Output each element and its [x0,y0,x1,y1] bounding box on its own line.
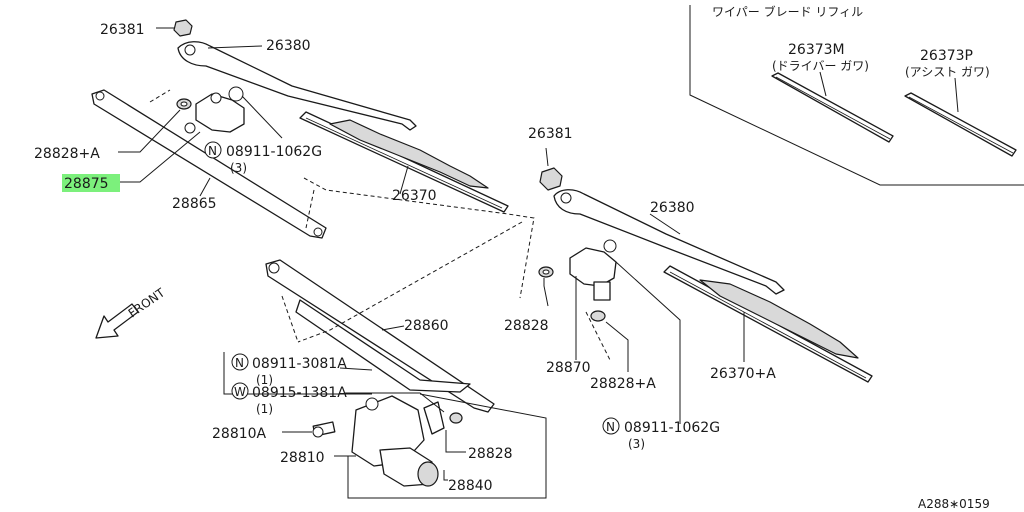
wiper-blade-left[interactable] [299,111,509,213]
label-26373m[interactable]: 26373M [788,42,845,58]
leader-lines [118,27,745,499]
svg-text:W: W [234,385,246,399]
highlight-28875 [62,174,120,192]
svg-text:N: N [208,144,217,158]
label-08911-3081a[interactable]: 08911-3081A [252,356,347,372]
label-26373p[interactable]: 26373P [920,48,973,64]
nut-26381-left[interactable] [173,19,193,37]
bracket-28840[interactable] [423,401,463,435]
label-28865[interactable]: 28865 [172,196,217,212]
wiper-blade-right[interactable] [663,265,873,383]
drive-rod-28860[interactable] [265,259,495,413]
label-08911-1062g-left[interactable]: 08911-1062G [226,144,322,160]
w-symbol-motor: W [231,382,249,400]
pivot-right[interactable] [569,239,617,322]
label-26381-left[interactable]: 26381 [100,22,145,38]
wiper-arm-right[interactable] [553,189,785,295]
label-28828a-left[interactable]: 28828+A [34,146,100,162]
washer-28828-left[interactable] [176,98,192,110]
n-symbol-motor: N [231,353,249,371]
label-26381-right[interactable]: 26381 [528,126,573,142]
svg-text:N: N [606,420,615,434]
n-symbol-left: N [204,141,222,159]
nut-26381-right[interactable] [539,167,563,191]
label-26380-right[interactable]: 26380 [650,200,695,216]
qty-1-a: (1) [256,373,273,387]
front-label: FRONT [126,285,168,320]
label-28810[interactable]: 28810 [280,450,325,466]
refill-26373p[interactable] [904,92,1017,157]
front-arrow: FRONT [95,285,168,339]
label-28840[interactable]: 28840 [448,478,493,494]
qty-3-left: (3) [230,161,247,175]
link-rod-28865[interactable] [91,89,327,239]
label-28810a[interactable]: 28810A [212,426,267,442]
svg-text:N: N [235,356,244,370]
washer-28828-right[interactable] [538,266,554,278]
figure-code: A288∗0159 [918,497,990,511]
labels: 26381 26380 28828+A N 08911-1062G (3) 28… [34,22,990,511]
label-28875[interactable]: 28875 [64,176,109,192]
label-28828a-right[interactable]: 28828+A [590,376,656,392]
bolt-28810a[interactable] [312,421,336,438]
label-28870[interactable]: 28870 [546,360,591,376]
refill-inset: ワイパー ブレード リフィル 26373M (ドライバー ガワ) 26373P … [689,4,1024,186]
label-08911-1062g-right[interactable]: 08911-1062G [624,420,720,436]
label-26380-left[interactable]: 26380 [266,38,311,54]
wiper-arm-left[interactable] [177,41,417,131]
label-26370[interactable]: 26370 [392,188,437,204]
refill-title: ワイパー ブレード リフィル [712,4,863,19]
label-26373p-sub: (アシスト ガワ) [905,65,990,79]
pivot-left[interactable] [184,86,245,134]
wiper-motor[interactable] [351,395,439,487]
qty-3-right: (3) [628,437,645,451]
phantom-lines [149,89,611,361]
label-28828-right[interactable]: 28828 [504,318,549,334]
qty-1-b: (1) [256,402,273,416]
label-26370a[interactable]: 26370+A [710,366,776,382]
label-28860[interactable]: 28860 [404,318,449,334]
n-symbol-right: N [602,417,620,435]
refill-26373m[interactable] [771,72,894,143]
label-26373m-sub: (ドライバー ガワ) [772,59,869,73]
label-08915-1381a[interactable]: 08915-1381A [252,385,347,401]
label-28828-motor[interactable]: 28828 [468,446,513,462]
